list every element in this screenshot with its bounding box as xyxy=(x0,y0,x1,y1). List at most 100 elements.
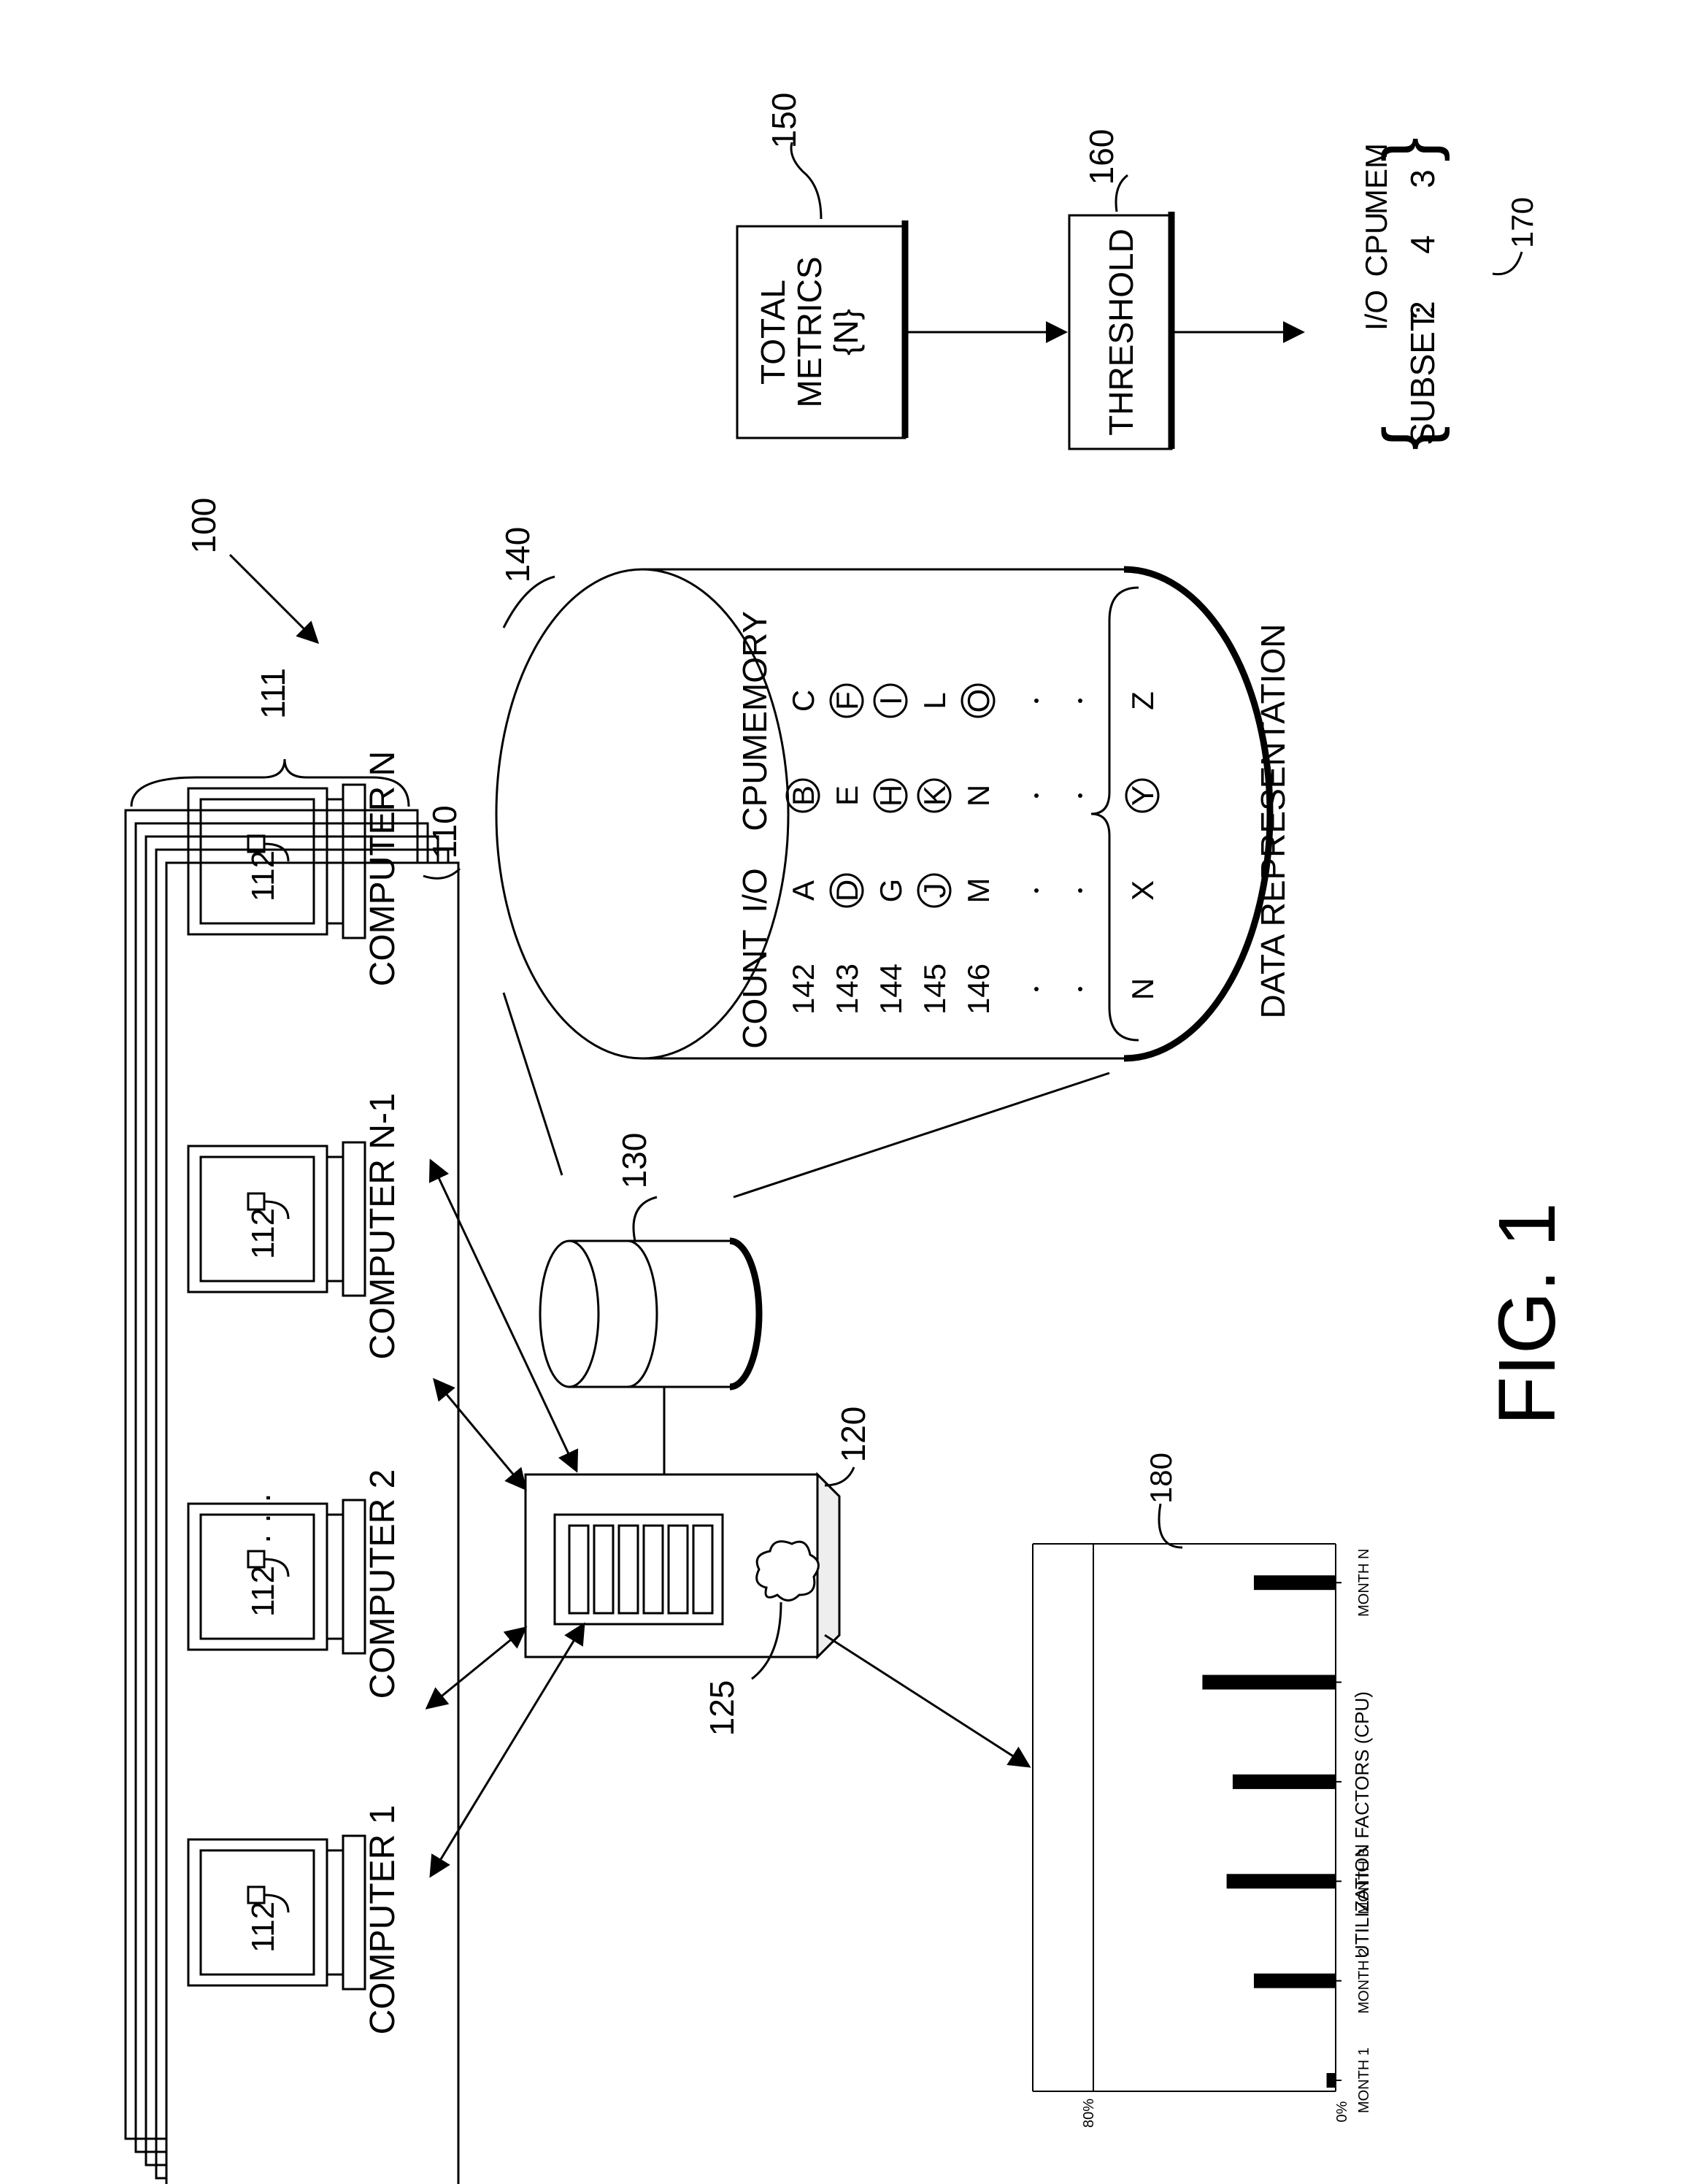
cell-io: D xyxy=(830,880,864,901)
ref-140: 140 xyxy=(499,527,536,583)
ref-160: 160 xyxy=(1082,129,1120,185)
ellipsis-dot xyxy=(1078,793,1082,798)
computer-label: COMPUTER 1 xyxy=(363,1805,402,2035)
subset-label: SUBSET: xyxy=(1404,305,1441,445)
ref-125: 125 xyxy=(703,1680,741,1737)
ref-130: 130 xyxy=(615,1133,653,1189)
computer-panel-stack xyxy=(126,810,458,2184)
total-metrics-line3: {N} xyxy=(827,309,865,355)
cell-cpu: K xyxy=(917,785,952,806)
cell-cpu: E xyxy=(830,785,864,806)
cell-io: G xyxy=(874,879,908,903)
category-label: MONTH 2 xyxy=(1356,1948,1372,2014)
ref-170: 170 xyxy=(1505,197,1539,248)
cell-count: 145 xyxy=(917,964,952,1015)
cylinder-bracket xyxy=(1091,588,1139,1040)
leader-130 xyxy=(634,1197,657,1241)
data-row: 145JKL xyxy=(917,692,952,1015)
chart-title: UTILIZATION FACTORS (CPU) xyxy=(1351,1691,1373,1958)
server-top-face xyxy=(817,1474,839,1657)
total-metrics-line2: METRICS xyxy=(790,257,828,408)
cell-memory: O xyxy=(961,689,996,713)
cell-io: M xyxy=(961,878,996,904)
utilization-chart: 0%80%UTILIZATION FACTORS (CPU)MONTH 1MON… xyxy=(1033,1544,1373,2128)
cell-memory: Z xyxy=(1125,691,1160,710)
arrow-100 xyxy=(230,555,317,642)
cell-memory: F xyxy=(830,691,864,710)
figure-label: FIG. 1 xyxy=(1482,1202,1572,1426)
header-cpu: CPU xyxy=(736,760,774,831)
ellipsis-dot xyxy=(1078,699,1082,703)
data-representation-caption: DATA REPRESENTATION xyxy=(1254,624,1292,1019)
data-row: 143 D E F xyxy=(830,685,864,1015)
bar xyxy=(1327,2073,1336,2088)
cell-cpu: Y xyxy=(1125,785,1160,806)
database-130 xyxy=(540,1241,762,1474)
bar xyxy=(1254,1974,1336,1988)
leader-180 xyxy=(1159,1504,1182,1547)
cell-io: A xyxy=(786,880,820,901)
category-label: MONTH N xyxy=(1356,1549,1372,1617)
ref-100: 100 xyxy=(185,498,223,554)
leader-170 xyxy=(1493,252,1522,274)
threshold-box: THRESHOLD xyxy=(1069,212,1171,449)
ellipsis-dot xyxy=(1078,888,1082,893)
data-row: 146 M N O xyxy=(961,685,996,1015)
cell-io: J xyxy=(917,883,952,899)
zoom-line-left xyxy=(504,993,562,1175)
cell-cpu: H xyxy=(874,785,908,807)
subset-mem-value: 3 xyxy=(1404,169,1441,188)
cell-count: 143 xyxy=(830,964,864,1015)
bar xyxy=(1227,1874,1336,1888)
ref-150: 150 xyxy=(765,93,803,149)
ref-120: 120 xyxy=(834,1407,872,1463)
cell-io: X xyxy=(1125,880,1160,901)
ref-111: 111 xyxy=(254,668,292,719)
category-label: MONTH 1 xyxy=(1356,2048,1372,2113)
header-io: I/O xyxy=(736,868,774,912)
ellipsis-dot xyxy=(1034,888,1039,893)
ellipsis-dot xyxy=(1034,987,1039,991)
cell-count: 142 xyxy=(786,964,820,1015)
tick-label-80: 80% xyxy=(1081,2099,1097,2128)
header-count: COUNT xyxy=(736,929,774,1049)
subset-mem-header: MEM xyxy=(1359,143,1393,215)
total-metrics-line1: TOTAL xyxy=(754,280,792,385)
ref-112: 112 xyxy=(245,1902,281,1953)
cell-memory: I xyxy=(874,696,908,705)
ref-110: 110 xyxy=(426,805,463,858)
arrow-server-chart xyxy=(825,1635,1029,1766)
data-row: N X Y Z xyxy=(1125,691,1160,1000)
subset-io-header: I/O xyxy=(1359,290,1393,331)
subset-cpu-value: 4 xyxy=(1404,235,1441,254)
data-table: COUNT I/O CPUMEMORY 142 A B C 143 D E F 144 G H I 145 J K… xyxy=(736,611,1160,1049)
data-row: 142 A B C xyxy=(786,690,820,1015)
ellipsis-dot xyxy=(1034,699,1039,703)
zoom-line-right xyxy=(734,1073,1109,1197)
leader-150 xyxy=(791,142,821,219)
header-memory: MEMORY xyxy=(736,611,774,761)
computer-label: COMPUTER N-1 xyxy=(363,1093,402,1359)
computers-ellipsis: · · · xyxy=(247,1492,285,1545)
bar xyxy=(1202,1675,1336,1690)
subset-170: { } SUBSET: I/O CPU MEM 2 4 3 xyxy=(1359,137,1450,450)
ref-112: 112 xyxy=(245,850,281,901)
data-row: 144 G H I xyxy=(874,685,908,1015)
bar xyxy=(1254,1575,1336,1590)
cell-cpu: B xyxy=(786,785,820,806)
cell-cpu: N xyxy=(961,785,996,807)
ref-112: 112 xyxy=(245,1566,281,1617)
cell-count: 144 xyxy=(874,964,908,1015)
cell-count: 146 xyxy=(961,964,996,1015)
computer-label: COMPUTER N xyxy=(363,751,402,987)
ref-180: 180 xyxy=(1144,1453,1178,1504)
cell-count: N xyxy=(1125,978,1160,1000)
cell-memory: C xyxy=(786,690,820,712)
server-120 xyxy=(526,1474,839,1657)
subset-io-value: 2 xyxy=(1404,301,1441,320)
leader-120 xyxy=(825,1467,854,1485)
leader-140 xyxy=(504,577,555,628)
computer-label: COMPUTER 2 xyxy=(363,1469,402,1699)
ellipsis-dot xyxy=(1078,987,1082,991)
